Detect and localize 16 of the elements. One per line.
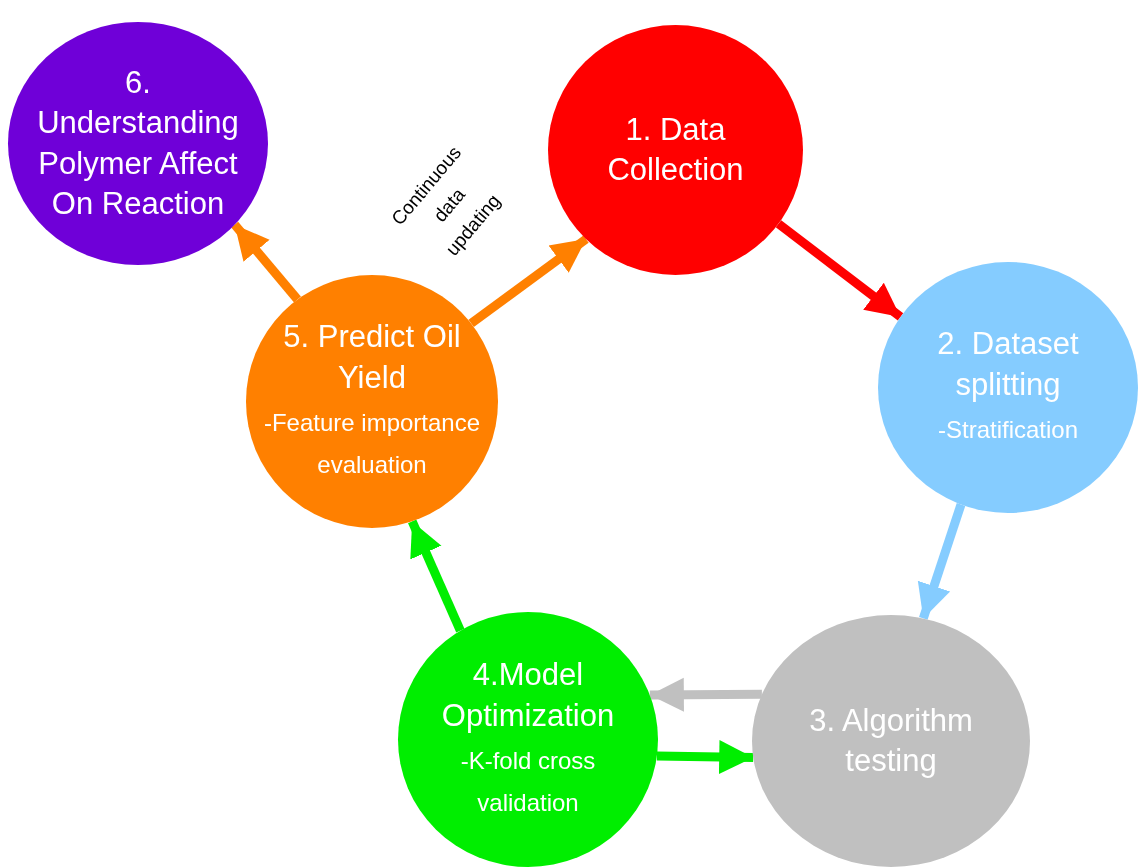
step-title: 2. Dataset splitting: [936, 325, 1080, 404]
arrow: [775, 220, 904, 321]
step-title: 5. Predict Oil Yield: [282, 318, 462, 397]
step-detail: -Feature importance evaluation: [262, 407, 482, 480]
arrow: [917, 503, 966, 620]
arrow: [231, 221, 301, 303]
step-title: 6. Understanding Polymer Affect On Reaction: [36, 63, 240, 223]
arrow: [656, 740, 754, 774]
arrow: [408, 519, 465, 633]
step-title: 3. Algorithm testing: [808, 701, 974, 780]
arrow: [468, 235, 589, 328]
step-title: 4.Model Optimization: [440, 656, 616, 735]
step-detail: -K-fold cross validation: [459, 745, 597, 818]
step-title: 1. Data Collection: [606, 110, 745, 189]
step-detail: -Stratification: [937, 414, 1079, 445]
arrow: [649, 677, 762, 712]
